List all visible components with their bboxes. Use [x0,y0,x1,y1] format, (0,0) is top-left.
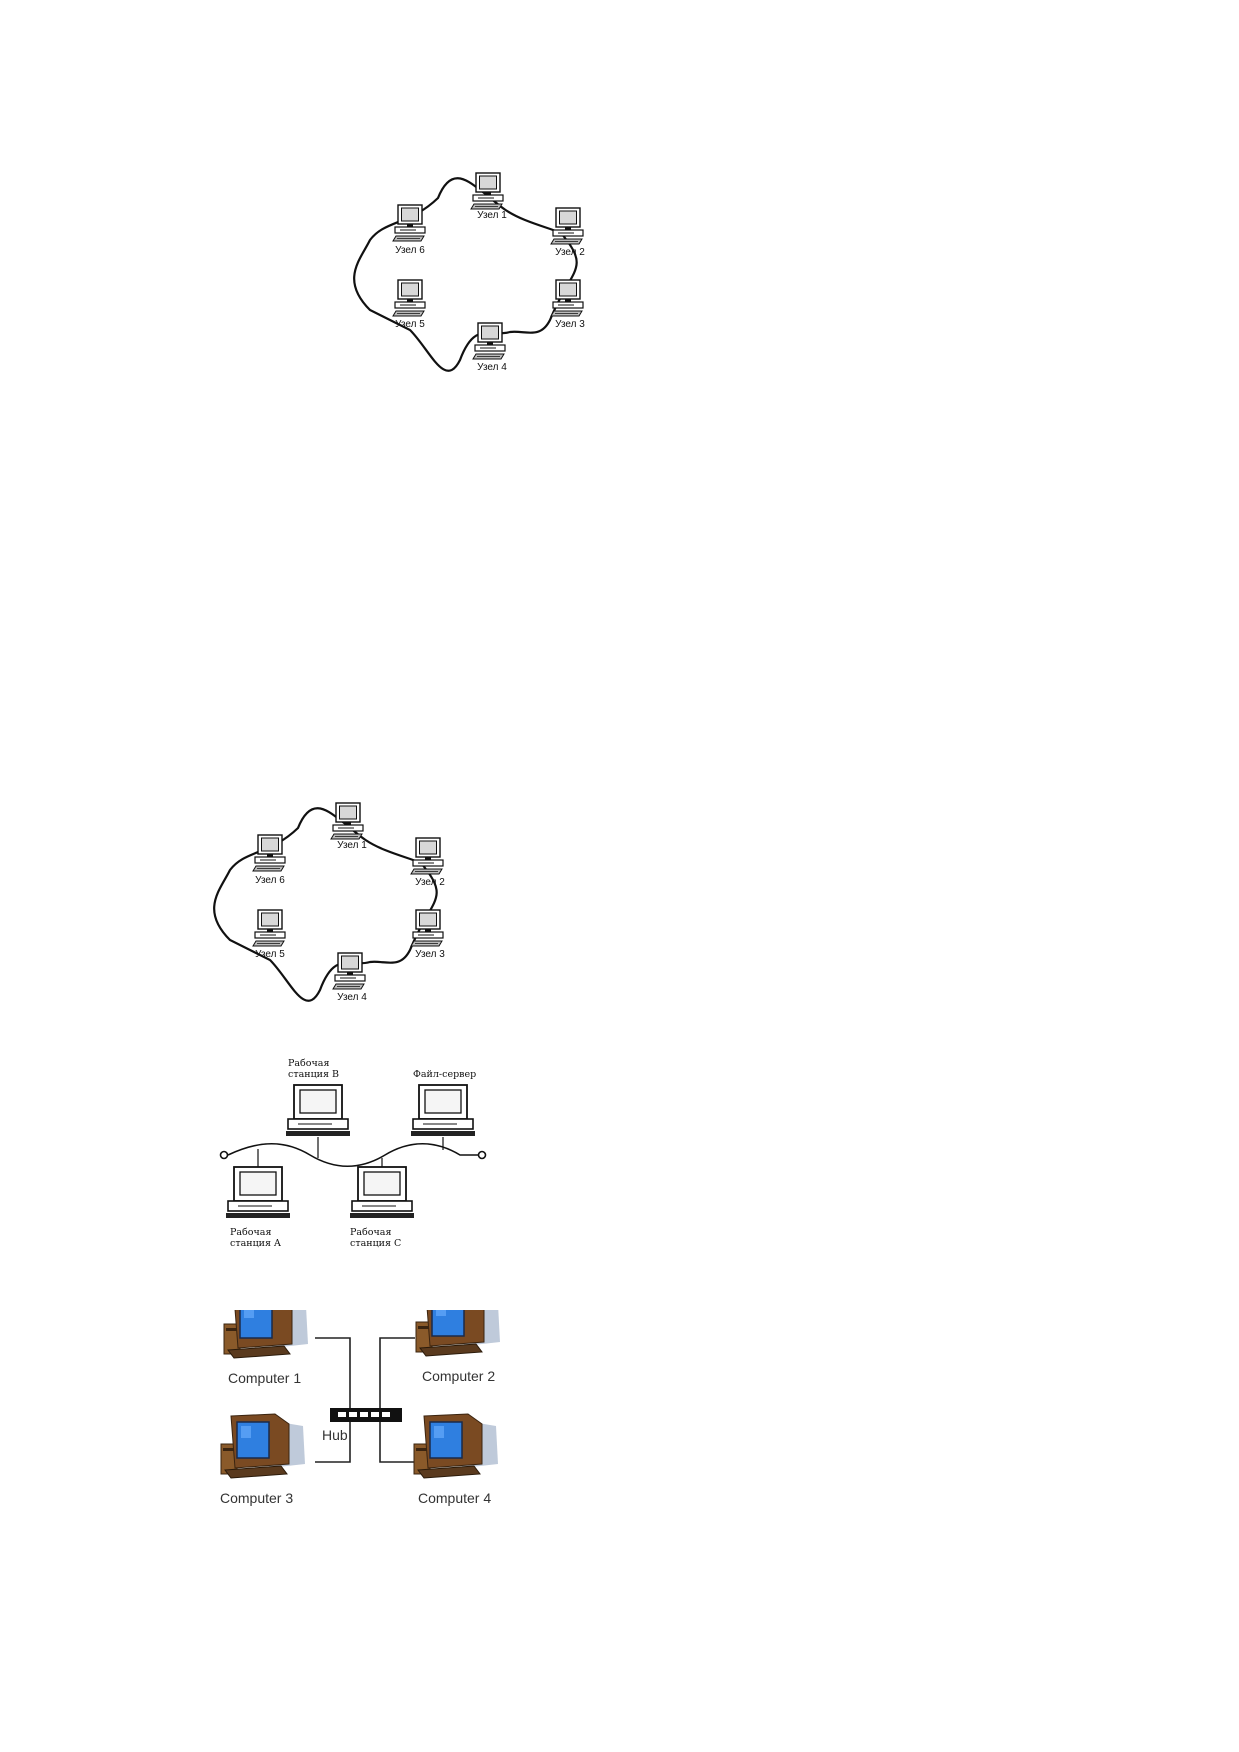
ring-node-4: Узел 4 [472,322,507,373]
computer-4: Computer 4 [413,1413,499,1506]
ring-node-label: Узел 6 [395,245,425,256]
workstation-c-label-line2: станция C [350,1238,401,1249]
file-server: Файл-сервер [410,1069,476,1137]
computer-2: Computer 2 [415,1291,501,1384]
ring-cable [213,807,438,1002]
computer-3-label: Computer 3 [220,1490,293,1506]
workstation-b: Рабочая станция B [285,1058,351,1137]
workstation-b-label-line2: станция B [288,1069,339,1080]
ring-node-5: Узел 5 [392,279,426,330]
workstation-a-label-line2: станция A [230,1238,281,1249]
computer-3: Computer 3 [220,1413,306,1506]
workstation-c-label-line1: Рабочая [350,1227,391,1238]
ring-node-3: Узел 3 [410,909,445,960]
ring-node-1: Узел 1 [470,172,507,221]
ring-node-label: Узел 4 [477,362,507,373]
bus-cable [227,1142,478,1168]
computer-4-label: Computer 4 [418,1490,491,1506]
bus-topology-diagram: Рабочая станция B Файл-сервер Рабочая ст… [210,1055,500,1280]
ring-node-5: Узел 5 [252,909,286,960]
ring-node-6: Узел 6 [392,204,426,256]
computer-2-label: Computer 2 [422,1368,495,1384]
ring-node-label: Узел 5 [395,319,425,330]
ring-cable [353,177,578,372]
star-cables [315,1337,415,1463]
bus-terminator-right [477,1150,487,1160]
ring-node-label: Узел 1 [477,210,507,221]
workstation-a: Рабочая станция A [225,1166,291,1249]
ring-topology-diagram-top: Узел 1 Узел 2 Узел 3 Узел 4 Узел 5 Узел … [350,170,640,420]
ring-node-label: Узел 6 [255,875,285,886]
star-topology-diagram: Hub Computer 1 Computer 2 Computer 3 Com… [210,1291,520,1535]
bus-terminator-left [219,1150,229,1160]
ring-node-label: Узел 2 [415,877,445,888]
ring-node-label: Узел 5 [255,949,285,960]
hub-label: Hub [322,1427,348,1443]
workstation-b-label-line1: Рабочая [288,1058,329,1069]
ring-topology-diagram-bottom: Узел 1 Узел 2 Узел 3 Узел 4 Узел 5 Узел … [210,800,500,1050]
ring-node-label: Узел 4 [337,992,367,1003]
ring-node-label: Узел 2 [555,247,585,258]
ring-node-label: Узел 3 [415,949,445,960]
workstation-c: Рабочая станция C [349,1166,415,1249]
file-server-label: Файл-сервер [413,1069,476,1080]
ring-node-label: Узел 3 [555,319,585,330]
ring-node-6: Узел 6 [252,834,286,886]
hub-device: Hub [322,1408,402,1443]
computer-1: Computer 1 [223,1293,309,1386]
ring-node-label: Узел 1 [337,840,367,851]
workstation-a-label-line1: Рабочая [230,1227,271,1238]
ring-node-2: Узел 2 [550,207,585,258]
ring-node-1: Узел 1 [330,802,367,851]
ring-node-4: Узел 4 [332,952,367,1003]
computer-1-label: Computer 1 [228,1370,301,1386]
ring-node-3: Узел 3 [550,279,585,330]
ring-node-2: Узел 2 [410,837,445,888]
